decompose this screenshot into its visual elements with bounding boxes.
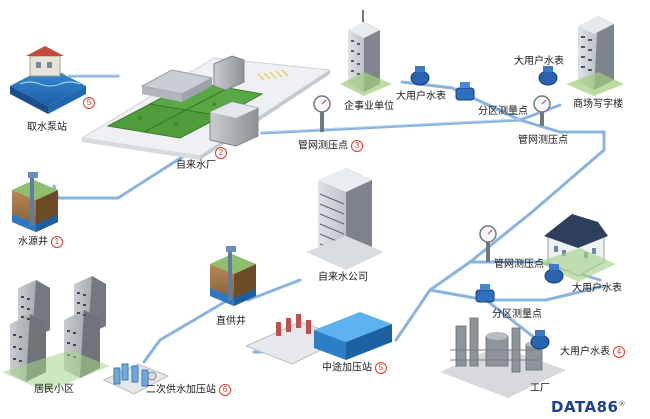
- water-company-building: [306, 168, 384, 270]
- label-water-plant-num: 2: [212, 147, 227, 160]
- label-intake-pump-num: 5: [80, 97, 95, 110]
- label-zone-meter-right: 分区测量点: [492, 309, 542, 320]
- water-meter-mall: [538, 66, 558, 86]
- water-meter-right: [544, 264, 564, 284]
- water-meter-factory: [530, 330, 550, 350]
- label-zone-meter-top: 分区测量点: [478, 106, 528, 117]
- source-well: [12, 172, 58, 232]
- pipe-source-well: [52, 150, 192, 200]
- pipe-factory-branch: [484, 284, 606, 302]
- pipe-to-company: [246, 278, 302, 302]
- right-residence-building: [538, 214, 616, 282]
- label-meter-enterprise: 大用户水表: [396, 91, 446, 102]
- residential-buildings: [2, 276, 110, 392]
- label-residential: 居民小区: [34, 384, 74, 395]
- label-enterprise: 企事业单位: [344, 101, 394, 112]
- pipe-direct-well: [142, 298, 230, 364]
- label-water-company: 自来水公司: [318, 272, 368, 283]
- water-treatment-plant: [80, 55, 332, 160]
- mid-booster-station: [244, 312, 392, 365]
- label-meter-mall: 大用户水表: [514, 56, 564, 67]
- label-intake-pump: 取水泵站: [27, 122, 67, 133]
- data86-logo: DATA86®: [551, 398, 626, 416]
- zone-meter-right: [475, 284, 495, 303]
- pressure-gauge-main: [313, 95, 331, 132]
- zone-meter-top: [455, 82, 475, 101]
- label-meter-right: 大用户水表: [572, 283, 622, 294]
- mall-office-building: [566, 16, 624, 96]
- pipe-plant-out: [260, 118, 522, 135]
- direct-supply-well: [210, 246, 256, 306]
- enterprise-building: [340, 10, 392, 96]
- label-direct-well: 直供井: [216, 316, 246, 327]
- secondary-booster-station: [102, 363, 170, 395]
- pressure-gauge-right: [479, 225, 497, 262]
- pressure-gauge-top: [533, 95, 551, 126]
- label-mall-office: 商场写字楼: [573, 99, 623, 110]
- label-pressure-point-top: 管网测压点: [518, 135, 568, 146]
- water-meter-enterprise: [410, 66, 430, 86]
- label-water-plant: 自来水厂: [176, 160, 216, 171]
- label-pressure-point-right: 管网测压点: [494, 259, 544, 270]
- intake-pump-station: [10, 46, 86, 114]
- factory: [440, 317, 566, 398]
- label-factory: 工厂: [530, 383, 550, 394]
